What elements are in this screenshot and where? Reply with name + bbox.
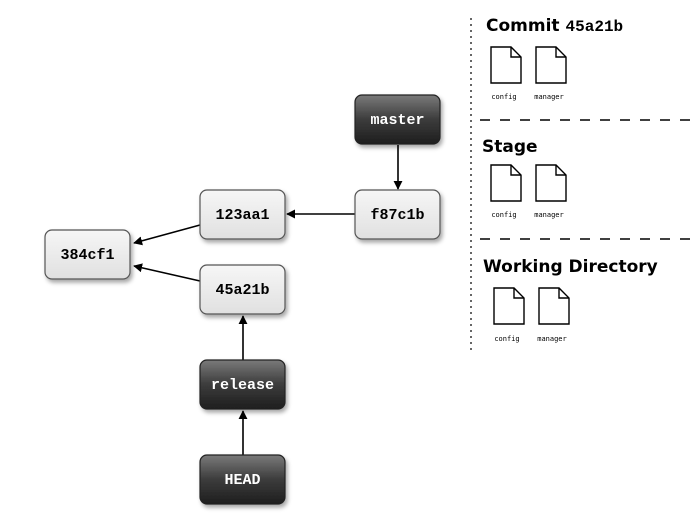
file-icon[interactable] <box>490 164 522 202</box>
file-icon[interactable] <box>535 46 567 84</box>
file-label: config <box>491 93 516 101</box>
commit-label: 123aa1 <box>215 207 269 224</box>
ref-label: release <box>211 377 274 394</box>
ref-node-release[interactable]: release <box>199 359 286 410</box>
commit-label: f87c1b <box>370 207 424 224</box>
section-title: Working Directory <box>483 257 658 277</box>
section-title: Stage <box>482 137 538 157</box>
edge-123aa1-to-384cf1 <box>133 224 201 246</box>
commit-node-f87c1b[interactable]: f87c1b <box>354 189 441 240</box>
file-label: manager <box>534 211 564 219</box>
commit-label: 384cf1 <box>60 247 114 264</box>
ref-node-head[interactable]: HEAD <box>199 454 286 505</box>
ref-label: master <box>370 112 424 129</box>
commit-node-384cf1[interactable]: 384cf1 <box>44 229 131 280</box>
file-label: config <box>494 335 519 343</box>
file-icon[interactable] <box>493 287 525 325</box>
commit-label: 45a21b <box>215 282 269 299</box>
section-working-directory: Working Directory config manager <box>483 257 658 343</box>
ref-node-master[interactable]: master <box>354 94 441 145</box>
commit-node-123aa1[interactable]: 123aa1 <box>199 189 286 240</box>
ref-label: HEAD <box>224 472 260 489</box>
section-stage: Stage config manager <box>482 137 567 219</box>
file-label: manager <box>537 335 567 343</box>
file-icon[interactable] <box>538 287 570 325</box>
file-icon[interactable] <box>490 46 522 84</box>
file-icon[interactable] <box>535 164 567 202</box>
file-label: manager <box>534 93 564 101</box>
commit-node-45a21b[interactable]: 45a21b <box>199 264 286 315</box>
file-label: config <box>491 211 516 219</box>
edge-45a21b-to-384cf1 <box>133 263 201 282</box>
edges <box>133 145 403 455</box>
